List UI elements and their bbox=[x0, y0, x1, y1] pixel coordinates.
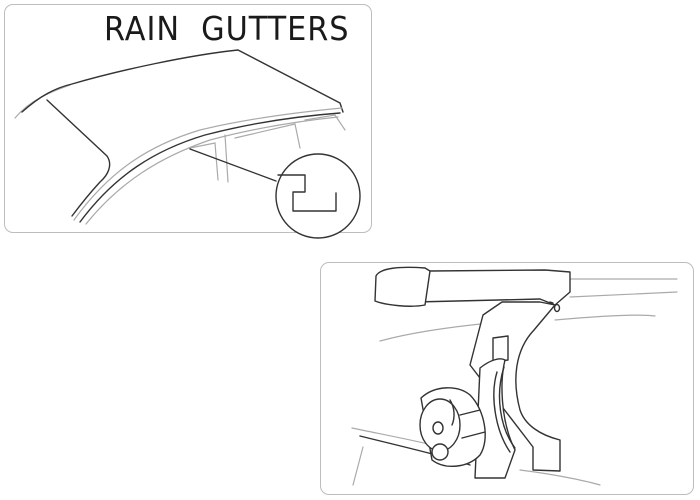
car-roof-drawing bbox=[14, 49, 346, 225]
gutter-detail-magnifier bbox=[275, 153, 361, 239]
panel-title: RAIN GUTTERS bbox=[104, 9, 350, 48]
roof-rack-foot bbox=[374, 266, 571, 479]
